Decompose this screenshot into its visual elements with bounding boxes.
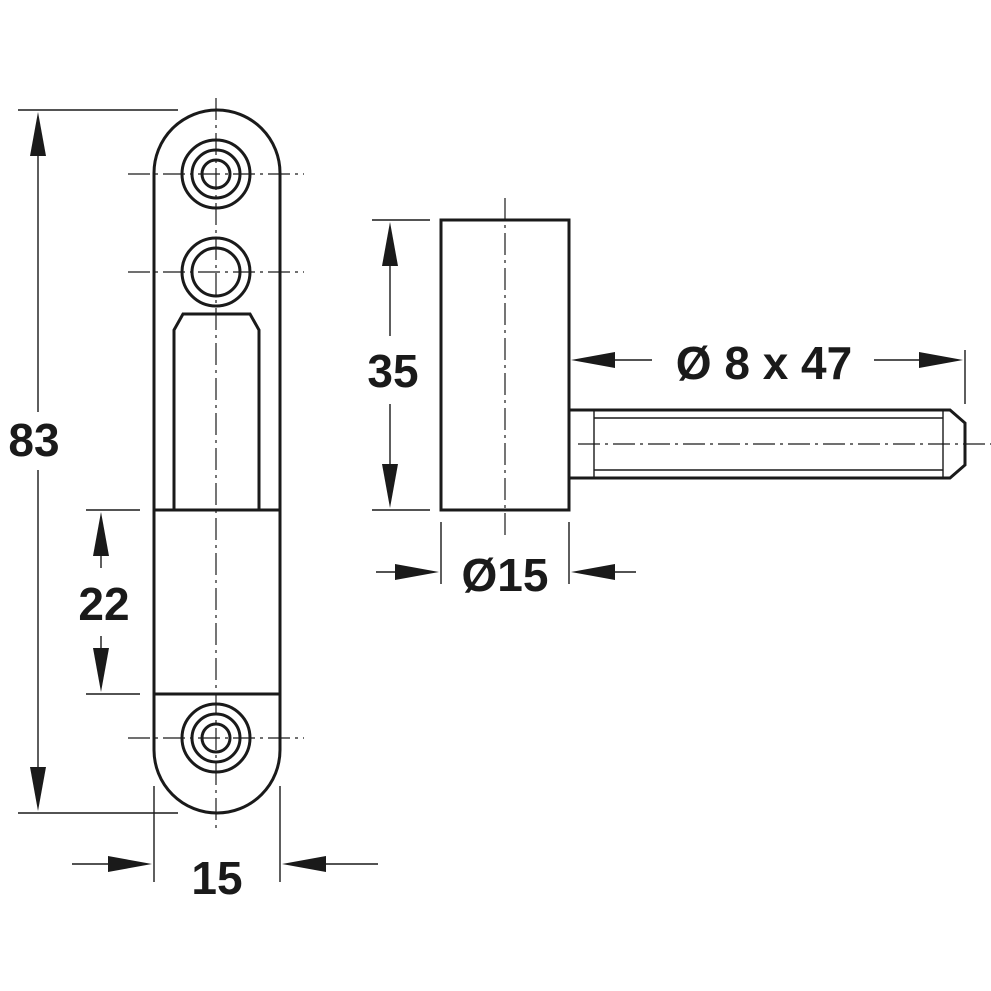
hinge-plate	[128, 98, 304, 830]
barrel-and-pin	[439, 198, 991, 536]
dimension-plate-width: 15	[72, 786, 378, 904]
dimension-sleeve-height: 22	[78, 509, 140, 695]
dimension-plate-height: 83	[8, 109, 178, 814]
sleeve-height-label: 22	[78, 578, 129, 630]
dimension-barrel-diameter: Ø15	[376, 522, 636, 601]
plate-outline	[152, 108, 282, 815]
plate-height-label: 83	[8, 414, 59, 466]
dimension-barrel-height: 35	[367, 219, 430, 511]
barrel-height-label: 35	[367, 345, 418, 397]
plate-width-label: 15	[191, 852, 242, 904]
pin-dimension-label: Ø 8 x 47	[676, 337, 852, 389]
barrel-diameter-label: Ø15	[462, 549, 549, 601]
dimension-pin: Ø 8 x 47	[571, 337, 966, 404]
